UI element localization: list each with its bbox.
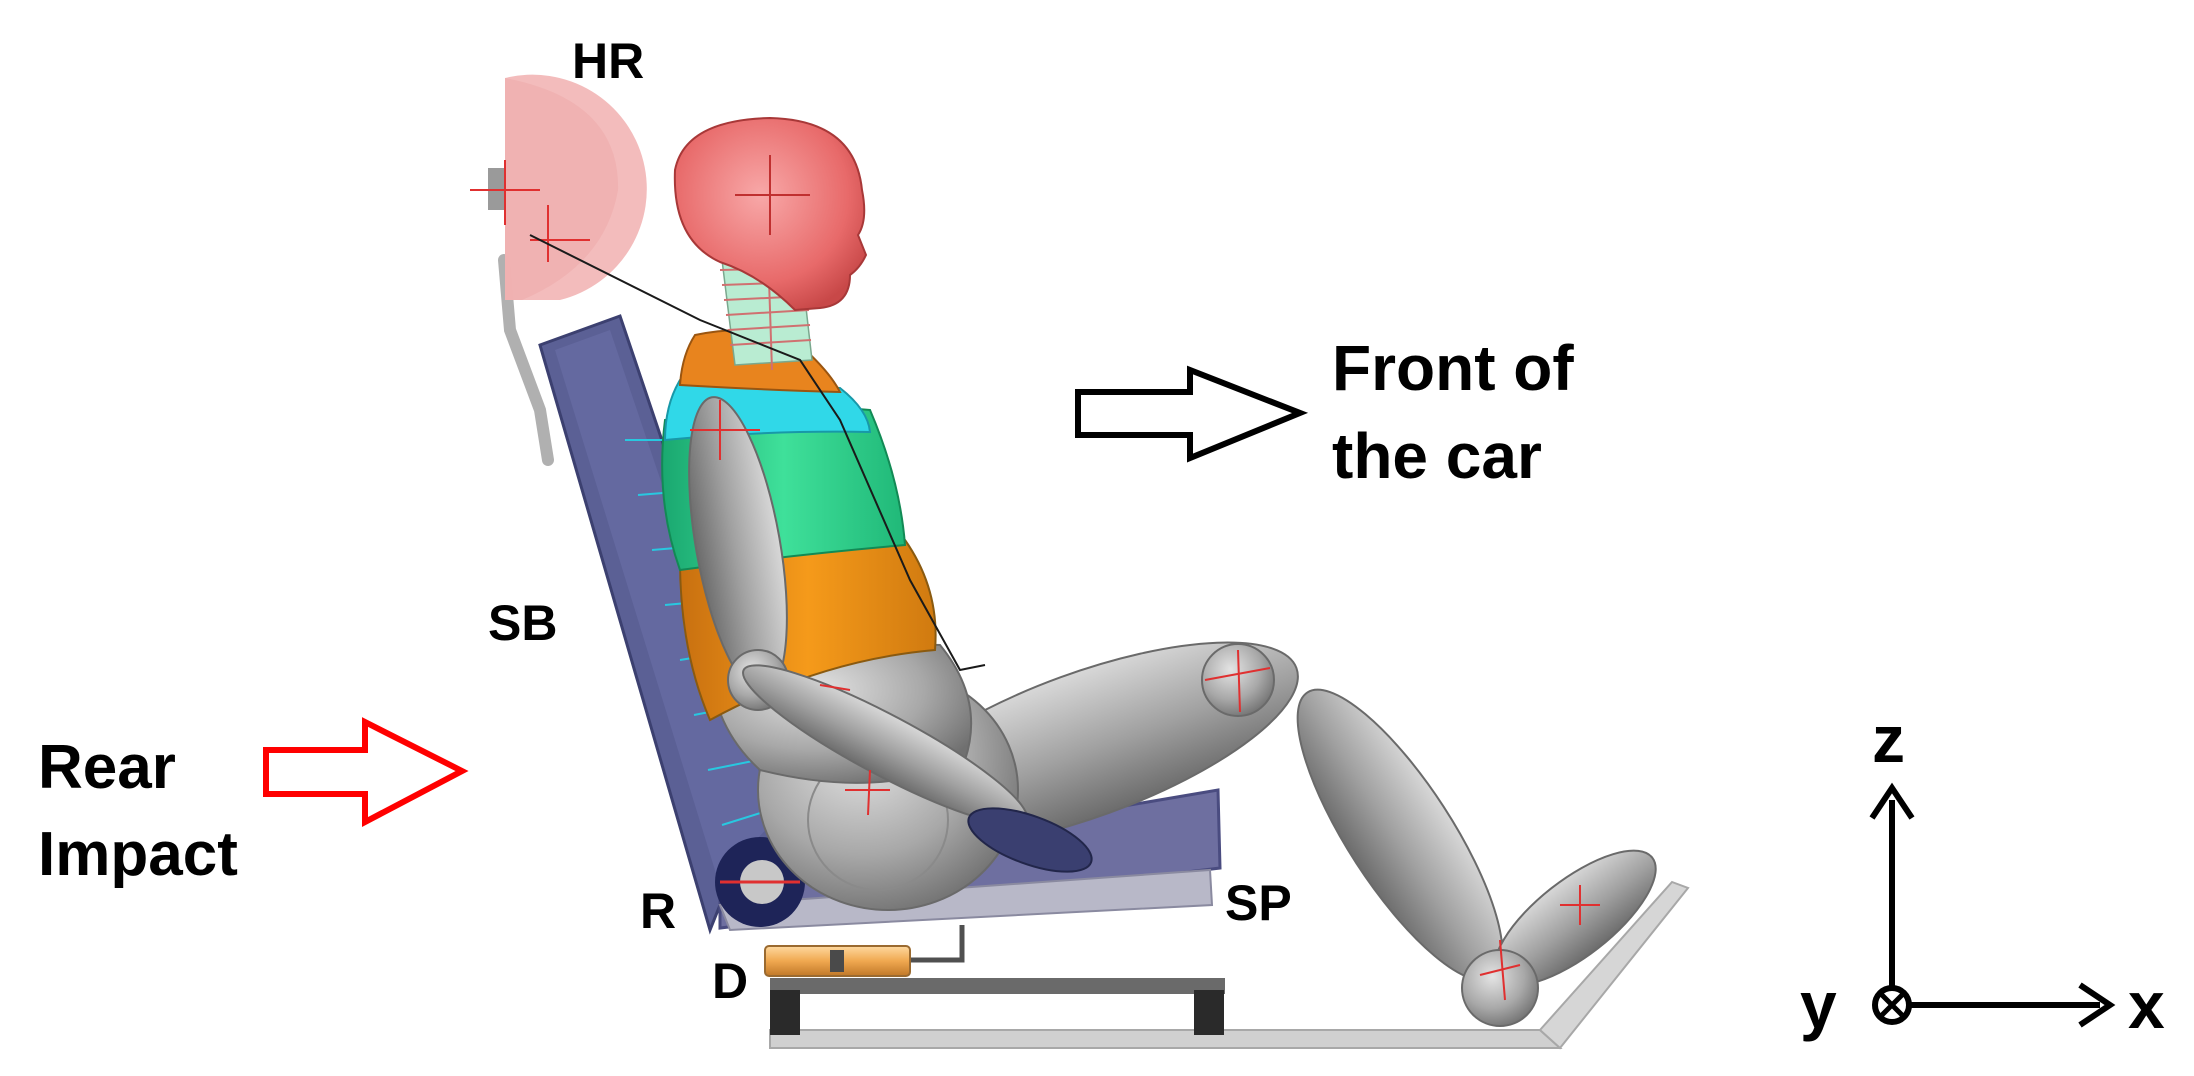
- floor-rail: [769, 880, 1690, 1050]
- front-arrow-icon: [1075, 365, 1309, 463]
- y-axis-icon: [1872, 985, 1912, 1025]
- dummy-head: [673, 116, 868, 312]
- dummy-hand: [967, 807, 1093, 873]
- x-axis-label: x: [2128, 968, 2165, 1042]
- dummy-lower-leg: [1201, 643, 1504, 982]
- dummy-foot: [1461, 849, 1657, 1027]
- rear-label-line1: Rear: [38, 733, 176, 802]
- seat-back-label: SB: [488, 595, 557, 651]
- seat-pan-label: SP: [1225, 875, 1292, 931]
- seat-frame: [770, 925, 1225, 1035]
- rear-label-line2: Impact: [38, 820, 238, 889]
- damper: [764, 945, 911, 977]
- seat-belt: [529, 234, 986, 672]
- recliner-label: R: [640, 883, 676, 939]
- axis-system: [1869, 782, 2116, 1028]
- joint-markers: [690, 400, 890, 816]
- damper-label: D: [712, 953, 748, 1009]
- headrest: [470, 74, 647, 466]
- front-label-line1: Front of: [1332, 332, 1574, 404]
- front-label-line2: the car: [1332, 420, 1542, 492]
- headrest-label: HR: [572, 33, 644, 89]
- z-axis-label: z: [1872, 702, 1905, 776]
- y-axis-label: y: [1800, 968, 1837, 1042]
- rear-arrow-icon: [263, 717, 469, 827]
